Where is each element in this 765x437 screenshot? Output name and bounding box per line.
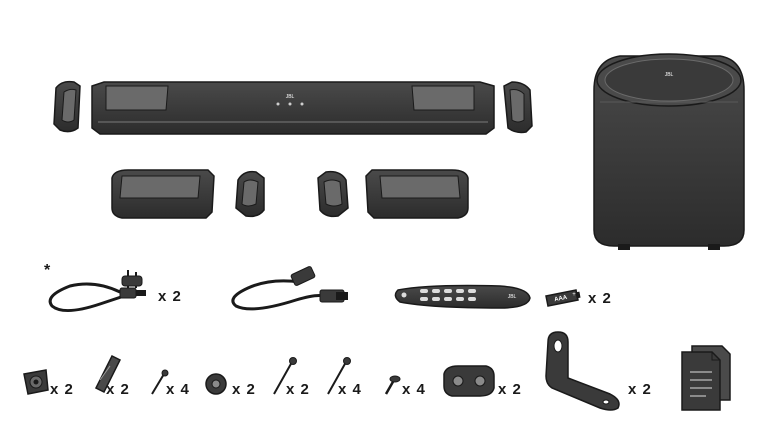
wall-anchor-cap <box>23 369 49 395</box>
short-screw-quantity: x 4 <box>402 381 426 398</box>
washer-quantity: x 2 <box>232 381 256 398</box>
battery-polarity: + <box>572 292 576 298</box>
mounting-clip <box>443 365 495 397</box>
wall-plug <box>94 354 122 394</box>
wall-bracket-quantity: x 2 <box>628 381 652 398</box>
washer <box>205 373 227 395</box>
short-screw <box>384 375 401 395</box>
long-screw-b <box>327 357 351 395</box>
clip-quantity: x 2 <box>498 381 522 398</box>
battery-quantity: x 2 <box>588 290 612 307</box>
wall-plug-quantity: x 2 <box>106 381 130 398</box>
documentation-icon <box>681 345 731 411</box>
long-screw-a <box>273 357 297 395</box>
subwoofer-logo: JBL <box>665 72 674 78</box>
soundbar: JBL <box>91 81 495 135</box>
right-side-speaker-small <box>317 170 349 218</box>
battery-label: AAA <box>554 295 569 303</box>
small-screw <box>151 369 169 395</box>
right-detachable-speaker <box>503 81 533 134</box>
small-screw-quantity: x 4 <box>166 381 190 398</box>
right-side-module <box>365 169 469 219</box>
power-cord <box>48 270 146 312</box>
subwoofer: JBL <box>593 53 745 250</box>
left-side-speaker-small <box>235 170 265 218</box>
remote-control: JBL <box>394 284 531 309</box>
soundbar-logo: JBL <box>286 94 295 100</box>
long-screw-b-quantity: x 4 <box>338 381 362 398</box>
long-screw-a-quantity: x 2 <box>286 381 310 398</box>
power-cord-quantity: x 2 <box>158 288 182 305</box>
left-side-module <box>111 169 215 219</box>
left-detachable-speaker <box>53 80 81 133</box>
power-cord-footnote-mark: * <box>44 262 51 279</box>
wall-bracket <box>545 331 620 411</box>
wall-anchor-cap-quantity: x 2 <box>50 381 74 398</box>
aaa-battery: AAA + <box>545 289 581 307</box>
remote-logo: JBL <box>508 294 517 300</box>
hdmi-cable <box>231 266 348 311</box>
